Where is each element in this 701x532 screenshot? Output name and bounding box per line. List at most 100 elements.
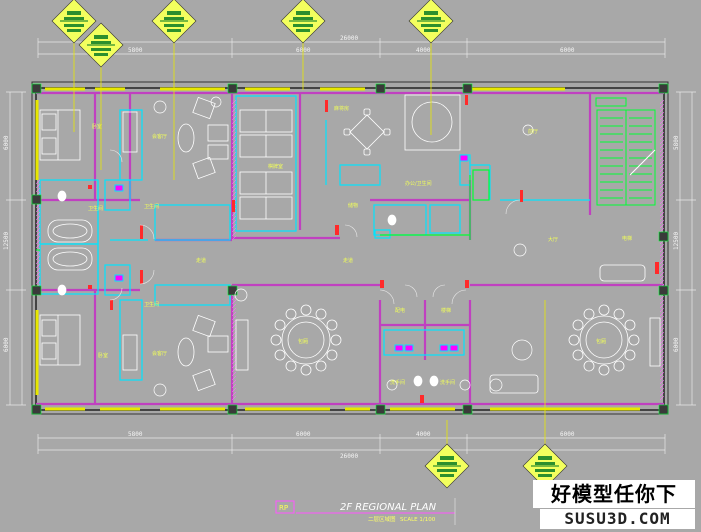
chair-icon [274,319,286,331]
elevation-marker-icon [151,0,197,44]
elevation-marker-icon [424,443,470,489]
room-label-corridor-top-left: 卫生间 [144,203,159,210]
dim-left-3: 6000 [3,337,10,352]
dim-top-3: 4000 [416,47,431,54]
dim-bottom-total: 26000 [340,453,358,460]
room-label-bed-top: 卧室 [92,123,102,130]
title-scale: SCALE 1/100 [400,517,436,523]
room-label-store: 储物 [348,202,358,209]
partitions [36,91,664,406]
hatched-walls [36,100,664,400]
door-marks [88,95,659,403]
chair-icon [330,334,342,346]
chair-icon [300,304,312,316]
room-label-corridor-main: 走道 [343,257,353,264]
dim-right-2: 12500 [673,232,680,250]
chairs-right [568,304,640,376]
room-label-corridor-mid: 走道 [196,257,206,264]
chair-icon [624,319,636,331]
dim-right-1: 5800 [673,135,680,150]
room-label-sofa-top: 会客厅 [152,133,167,140]
marker-leaders [73,42,546,445]
windows [35,87,640,411]
chair-icon [300,364,312,376]
watermark-site: SUSU3D.COM [540,509,695,529]
chair-icon [315,308,327,320]
room-label-entry: 前厅 [528,128,538,135]
chair-icon [613,308,625,320]
room-label-bed-bottom: 卧室 [98,352,108,359]
tv-cabinets [122,111,661,371]
dim-bottom-4: 6000 [560,431,575,438]
room-label-office: 办公/卫生间 [405,180,432,187]
bed-icon [39,109,81,366]
dining-table-icon [281,315,331,365]
room-label-bath-top: 卫生间 [88,205,103,212]
stair-icon [596,109,656,206]
office-desk [404,94,461,151]
room-label-wash-right: 洗手间 [440,379,455,386]
dimension-labels: 5800 6000 4000 6000 26000 5800 6000 4000… [3,35,680,460]
dim-right-3: 6000 [673,337,680,352]
sinks [114,154,469,352]
chair-icon [326,349,338,361]
room-label-lift: 电梯 [622,235,632,242]
dim-left-1: 6000 [3,135,10,150]
dining-table-icon [579,315,629,365]
dim-bottom-2: 6000 [296,431,311,438]
chair-icon [613,360,625,372]
chair-icon [285,360,297,372]
dim-left-2: 12500 [3,232,10,250]
stair-landing [595,97,627,107]
chair-icon [270,334,282,346]
chair-icon [326,319,338,331]
watermark-slogan: 好模型任你下 [533,480,695,508]
chair-icon [568,334,580,346]
chair-icon [285,308,297,320]
chair-icon [572,349,584,361]
title-sub: 二层区域图 [368,515,396,523]
door-swings [109,149,521,305]
elevation-marker-icon [280,0,326,44]
title-block: RP 2F REGIONAL PLAN 二层区域图 SCALE 1/100 [275,498,456,525]
chair-icon [572,319,584,331]
columns [31,83,669,415]
chair-icon [628,334,640,346]
dim-top-4: 6000 [560,47,575,54]
title-main: 2F REGIONAL PLAN [340,502,437,513]
chair-icon [624,349,636,361]
title-badge: RP [279,504,288,512]
chair-icon [598,364,610,376]
bathtub-icon [47,219,93,271]
mahjong-table [343,108,391,156]
room-label-private-right: 包厢 [596,338,606,345]
room-label-lounge: 棋牌室 [268,163,283,170]
room-labels: 卧室 会客厅 棋牌室 卫生间 卫生间 走道 麻将房 办公/卫生间 储物 大厅 走… [88,105,632,386]
room-label-toilet-bottom: 卫生间 [144,301,159,308]
chair-icon [274,349,286,361]
building-outline [31,81,669,415]
dim-top-2: 6000 [296,47,311,54]
room-label-utility: 配电 [395,307,405,314]
chair-icon [315,360,327,372]
room-label-wash-left: 洗手间 [390,379,405,386]
dim-bottom-3: 4000 [416,431,431,438]
plants [153,96,534,397]
chair-icon [583,360,595,372]
dimension-lines [6,38,696,454]
room-label-mahjong: 麻将房 [334,105,349,112]
elevation-marker-icon [408,0,454,44]
chairs-left [270,304,342,376]
room-label-sofa-bottom: 会客厅 [152,350,167,357]
green-accents [36,169,490,251]
dim-top-1: 5800 [128,47,143,54]
elevation-markers [51,0,568,489]
room-label-hall: 大厅 [548,236,558,243]
chair-icon [598,304,610,316]
room-label-private-left: 包厢 [298,338,308,345]
dim-bottom-1: 5800 [128,431,143,438]
dim-top-total: 26000 [340,35,358,42]
room-label-stairs: 楼梯 [441,307,451,314]
